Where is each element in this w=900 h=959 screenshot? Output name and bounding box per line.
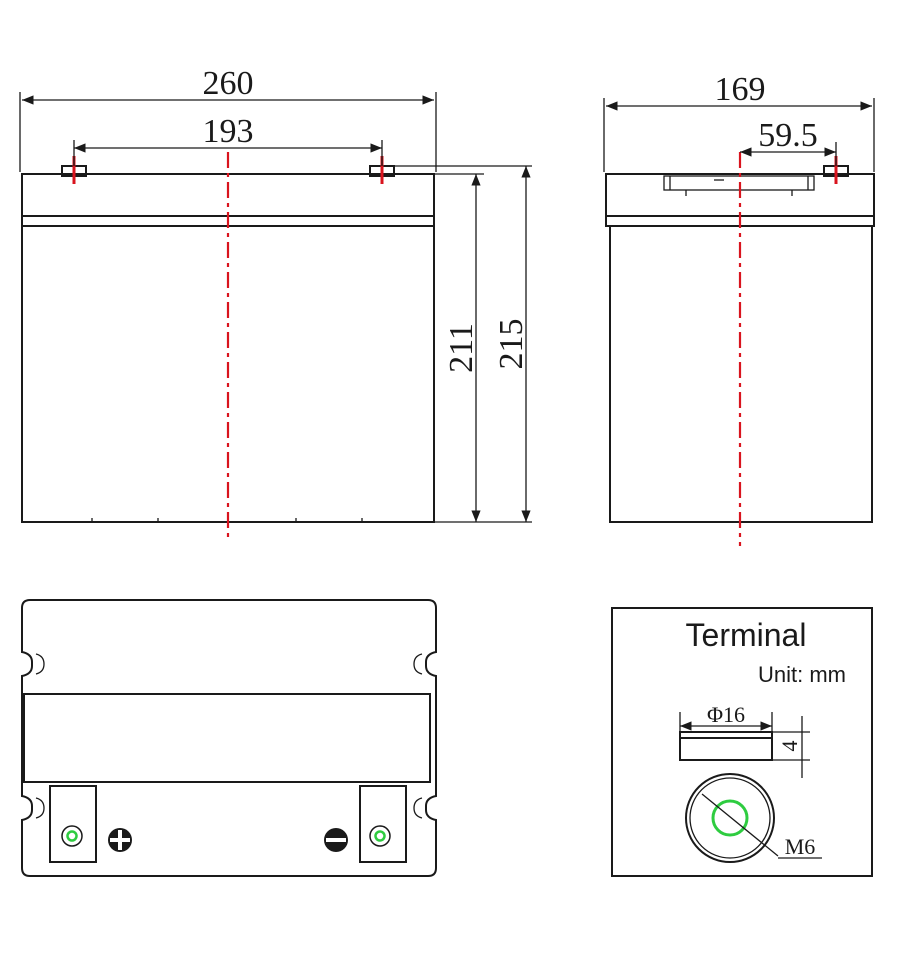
dim-m6-label: M6 [785, 834, 816, 859]
front-view: 260 193 211 215 [19, 65, 532, 540]
top-terminal-bolt-positive [61, 825, 83, 847]
terminal-title: Terminal [686, 617, 807, 653]
terminal-unit: Unit: mm [758, 662, 846, 687]
terminal-plan-outer [685, 773, 775, 863]
dim-59-label: 59.5 [758, 117, 818, 154]
dim-4-label: 4 [777, 741, 802, 752]
terminal-detail: Terminal Unit: mm Φ16 4 M6 [611, 607, 873, 877]
top-lid-block [23, 693, 431, 783]
dim-215-label: 215 [493, 319, 530, 370]
top-terminal-pad-positive [49, 785, 97, 863]
plus-icon [108, 828, 132, 852]
terminal-profile [679, 731, 773, 761]
dim-193-label: 193 [203, 113, 254, 150]
dim-211-label: 211 [443, 323, 480, 373]
dim-phi16-label: Φ16 [707, 702, 745, 727]
top-view [21, 599, 437, 877]
top-terminal-hole-positive [66, 830, 78, 842]
dim-169-label: 169 [715, 71, 766, 108]
minus-icon [324, 828, 348, 852]
top-outline [21, 599, 437, 877]
terminal-detail-frame [611, 607, 873, 877]
top-terminal-pad-negative [359, 785, 407, 863]
dim-260-label: 260 [203, 65, 254, 102]
top-terminal-bolt-negative [369, 825, 391, 847]
terminal-plan-hole [711, 799, 749, 837]
side-view: 169 59.5 [603, 71, 875, 546]
top-terminal-hole-negative [374, 830, 386, 842]
dim-m6-leader [701, 793, 779, 857]
front-feet [91, 518, 363, 522]
